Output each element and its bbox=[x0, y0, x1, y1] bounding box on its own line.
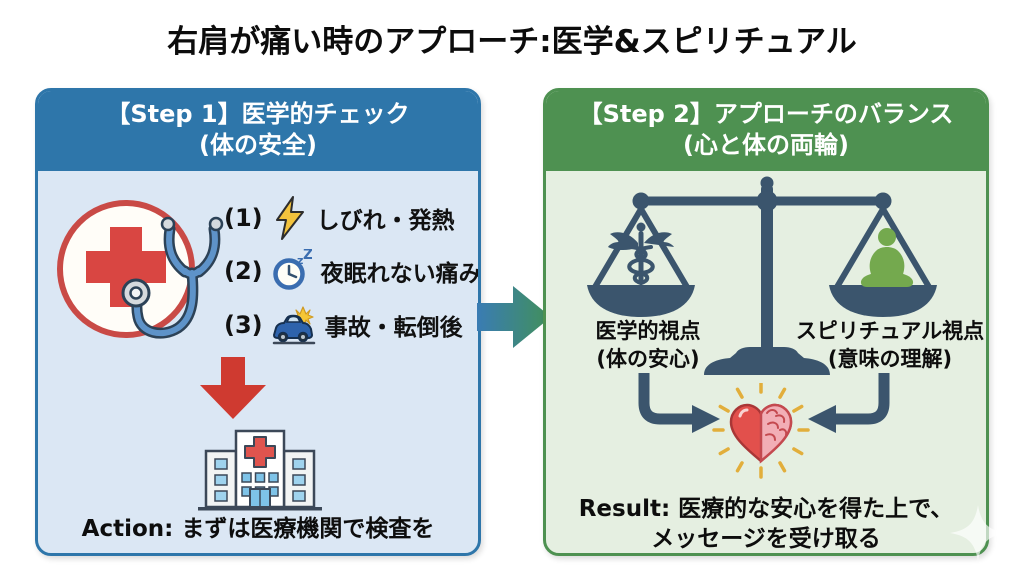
step1-action-text: Action: まずは医療機関で検査を bbox=[81, 516, 435, 542]
meditating-person-icon bbox=[860, 228, 914, 287]
converging-arrows-icon bbox=[630, 373, 898, 457]
check-item-2-number: (2) bbox=[224, 257, 263, 285]
step2-header-line1: 【Step 2】アプローチのバランス bbox=[578, 100, 954, 128]
medical-check-icon bbox=[54, 187, 234, 352]
step2-header: 【Step 2】アプローチのバランス (心と体の両輪) bbox=[546, 91, 986, 171]
sleepless-clock-icon: z Z bbox=[272, 249, 312, 293]
balance-scale-icon bbox=[584, 171, 950, 381]
step2-result-text: Result: 医療的な安心を得た上で、 メッセージを受け取る bbox=[578, 496, 954, 552]
caduceus-icon bbox=[608, 222, 674, 285]
step1-header-line2: (体の安全) bbox=[199, 131, 317, 160]
medical-view-label: 医学的視点 (体の安心) bbox=[595, 319, 701, 372]
check-item-2-label: 夜眠れない痛み bbox=[320, 261, 481, 287]
sparkle-icon bbox=[948, 503, 1008, 563]
check-item-3-label: 事故・転倒後 bbox=[324, 315, 463, 341]
lightning-icon bbox=[272, 196, 308, 240]
svg-text:Z: Z bbox=[303, 249, 312, 263]
check-item-3-number: (3) bbox=[224, 311, 263, 339]
check-item-2: (2) z Z 夜眠れない痛み bbox=[224, 248, 481, 294]
check-item-3: (3) 事故・転倒後 bbox=[224, 302, 463, 348]
car-accident-icon bbox=[272, 305, 316, 345]
down-arrow-icon bbox=[200, 357, 266, 419]
step2-header-line2: (心と体の両輪) bbox=[683, 131, 849, 160]
heart-brain-icon bbox=[704, 383, 818, 481]
step1-header-line1: 【Step 1】医学的チェック bbox=[106, 100, 410, 128]
spiritual-view-label: スピリチュアル視点 (意味の理解) bbox=[795, 319, 985, 372]
hospital-icon bbox=[196, 421, 324, 513]
step1-header: 【Step 1】医学的チェック (体の安全) bbox=[38, 91, 478, 171]
step-transition-arrow-icon bbox=[477, 286, 551, 348]
step2-panel: 【Step 2】アプローチのバランス (心と体の両輪) bbox=[543, 88, 989, 556]
check-item-1-number: (1) bbox=[224, 204, 263, 232]
check-item-1-label: しびれ・発熱 bbox=[316, 208, 455, 234]
page-title: 右肩が痛い時のアプローチ:医学&スピリチュアル bbox=[167, 24, 857, 60]
svg-text:z: z bbox=[297, 254, 303, 267]
check-item-1: (1) しびれ・発熱 bbox=[224, 195, 455, 241]
step1-panel: 【Step 1】医学的チェック (体の安全) (1) bbox=[35, 88, 481, 556]
